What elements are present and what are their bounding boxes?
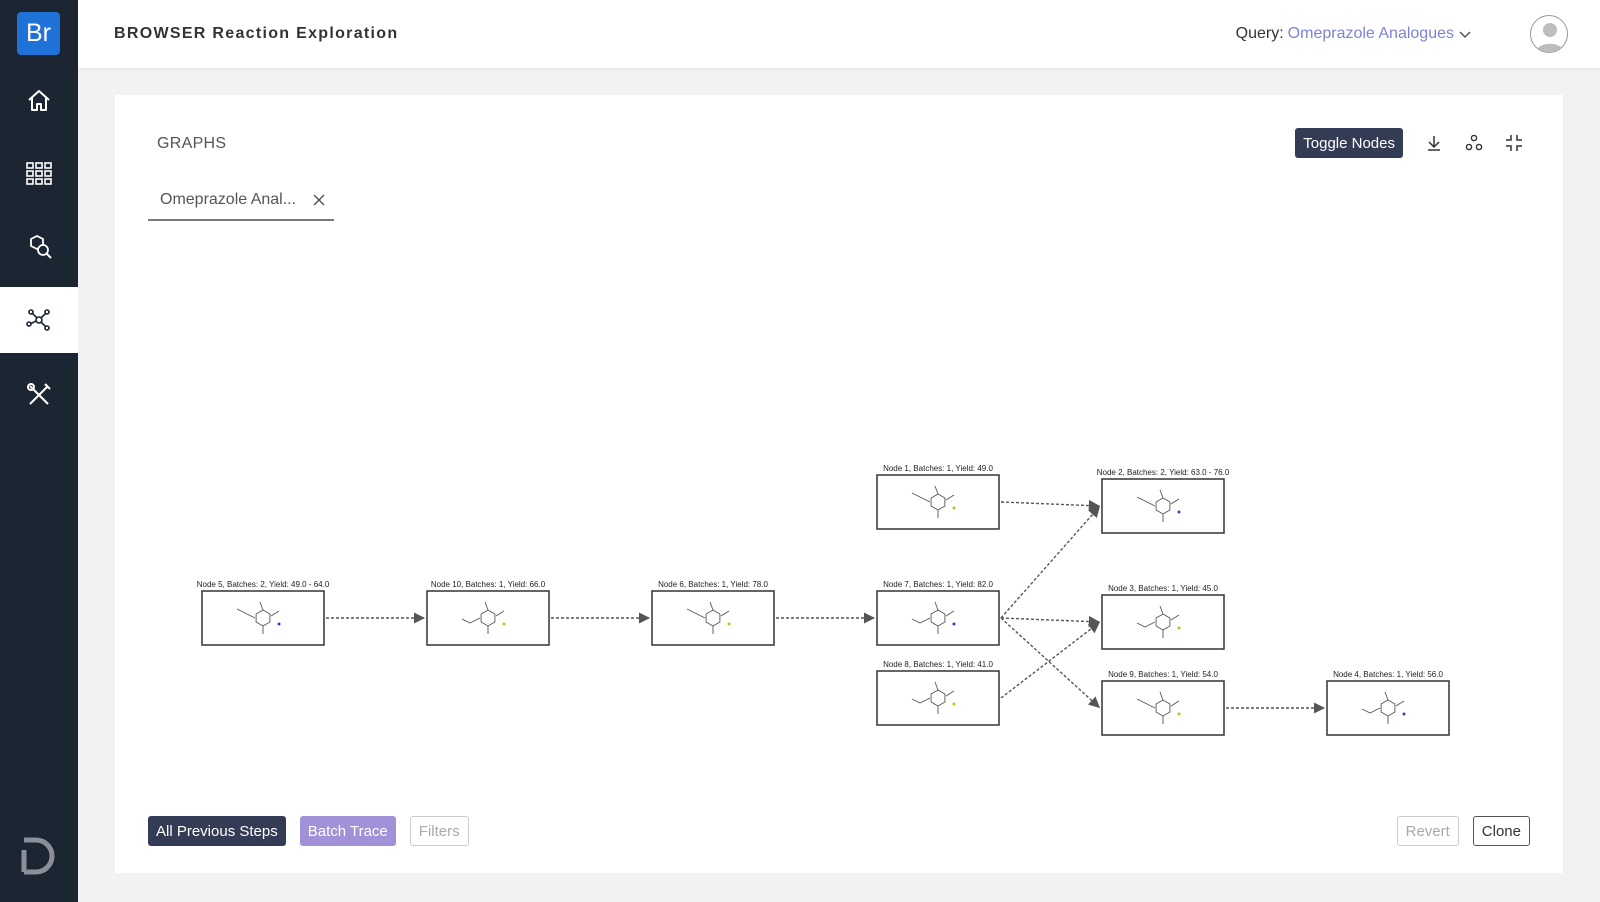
- graph-node[interactable]: Node 9, Batches: 1, Yield: 54.0: [1101, 670, 1225, 736]
- node-label: Node 5, Batches: 2, Yield: 49.0 - 64.0: [197, 580, 330, 589]
- graph-node[interactable]: Node 10, Batches: 1, Yield: 66.0: [426, 580, 550, 646]
- graph-node[interactable]: Node 7, Batches: 1, Yield: 82.0: [876, 580, 1000, 646]
- query-label: Query:: [1235, 25, 1284, 42]
- edges-layer: [326, 499, 1325, 714]
- graph-node[interactable]: Node 2, Batches: 2, Yield: 63.0 - 76.0: [1097, 468, 1230, 534]
- sidebar-item-home[interactable]: [0, 68, 78, 134]
- graph-node[interactable]: Node 4, Batches: 1, Yield: 56.0: [1326, 670, 1450, 736]
- molecule-structure-icon: [911, 485, 956, 518]
- node-box[interactable]: [876, 670, 1000, 726]
- graph-toolbar: Toggle Nodes: [1295, 128, 1523, 158]
- section-title: GRAPHS: [157, 135, 227, 152]
- sidebar: Br: [0, 0, 78, 902]
- node-box[interactable]: [876, 590, 1000, 646]
- node-label: Node 10, Batches: 1, Yield: 66.0: [431, 580, 546, 589]
- molecule-structure-icon: [1361, 691, 1406, 724]
- sidebar-item-tools[interactable]: [0, 362, 78, 428]
- node-label: Node 4, Batches: 1, Yield: 56.0: [1333, 670, 1443, 679]
- edit-controls: Revert Clone: [1396, 816, 1530, 846]
- tools-icon: [27, 383, 51, 405]
- graph-edge: [1000, 499, 1101, 512]
- batch-trace-button[interactable]: Batch Trace: [299, 816, 396, 846]
- user-avatar[interactable]: [1530, 15, 1568, 53]
- node-label: Node 3, Batches: 1, Yield: 45.0: [1108, 584, 1218, 593]
- node-box[interactable]: [201, 590, 325, 646]
- molecule-search-icon: [30, 234, 52, 259]
- molecule-structure-icon: [1136, 605, 1181, 638]
- node-box[interactable]: [426, 590, 550, 646]
- graphs-panel: GRAPHS Toggle Nodes Omeprazole Anal... N…: [115, 95, 1563, 873]
- tab-label: Omeprazole Anal...: [160, 191, 297, 208]
- graph-node[interactable]: Node 8, Batches: 1, Yield: 41.0: [876, 660, 1000, 726]
- graph-node[interactable]: Node 1, Batches: 1, Yield: 49.0: [876, 464, 1000, 530]
- node-box[interactable]: [1101, 478, 1225, 534]
- top-bar: BROWSER Reaction Exploration Query: Omep…: [78, 0, 1600, 68]
- graph-edge: [1000, 615, 1101, 628]
- node-label: Node 6, Batches: 1, Yield: 78.0: [658, 580, 768, 589]
- graph-node[interactable]: Node 3, Batches: 1, Yield: 45.0: [1101, 584, 1225, 650]
- graph-edge: [1000, 617, 1101, 709]
- graph-edge: [1000, 621, 1101, 699]
- home-icon: [28, 90, 50, 111]
- node-label: Node 2, Batches: 2, Yield: 63.0 - 76.0: [1097, 468, 1230, 477]
- clone-button[interactable]: Clone: [1472, 816, 1530, 846]
- user-icon: [1536, 23, 1564, 52]
- trace-controls: All Previous Steps Batch Trace Filters: [148, 816, 469, 846]
- close-icon[interactable]: [312, 193, 326, 207]
- molecule-structure-icon: [1136, 691, 1181, 724]
- all-previous-steps-button[interactable]: All Previous Steps: [148, 816, 286, 846]
- chevron-down-icon[interactable]: [1458, 27, 1472, 41]
- node-box[interactable]: [651, 590, 775, 646]
- sidebar-item-molecule-search[interactable]: [0, 214, 78, 280]
- collapse-icon[interactable]: [1505, 134, 1523, 152]
- app-logo[interactable]: Br: [17, 12, 60, 55]
- revert-button[interactable]: Revert: [1396, 816, 1459, 846]
- node-box[interactable]: [1101, 680, 1225, 736]
- cluster-icon[interactable]: [1465, 134, 1483, 152]
- molecule-structure-icon: [911, 601, 956, 634]
- node-label: Node 1, Batches: 1, Yield: 49.0: [883, 464, 993, 473]
- sidebar-item-grid[interactable]: [0, 141, 78, 207]
- node-box[interactable]: [1101, 594, 1225, 650]
- node-box[interactable]: [1326, 680, 1450, 736]
- toggle-nodes-button[interactable]: Toggle Nodes: [1295, 128, 1403, 158]
- molecule-structure-icon: [686, 601, 731, 634]
- molecule-structure-icon: [461, 601, 506, 634]
- sidebar-item-graph[interactable]: [0, 287, 78, 353]
- grid-icon: [26, 162, 52, 185]
- network-graph-icon: [26, 309, 50, 331]
- query-selector[interactable]: Query: Omeprazole Analogues: [1236, 25, 1472, 43]
- node-box[interactable]: [876, 474, 1000, 530]
- graph-node[interactable]: Node 6, Batches: 1, Yield: 78.0: [651, 580, 775, 646]
- molecule-structure-icon: [236, 601, 281, 634]
- download-icon[interactable]: [1425, 134, 1443, 152]
- node-label: Node 8, Batches: 1, Yield: 41.0: [883, 660, 993, 669]
- app-title: BROWSER Reaction Exploration: [114, 25, 399, 42]
- node-label: Node 7, Batches: 1, Yield: 82.0: [883, 580, 993, 589]
- filters-button[interactable]: Filters: [409, 816, 469, 846]
- tab-omeprazole[interactable]: Omeprazole Anal...: [148, 181, 334, 221]
- graph-edge: [1000, 505, 1101, 619]
- query-value[interactable]: Omeprazole Analogues: [1287, 25, 1454, 42]
- molecule-structure-icon: [1136, 489, 1181, 522]
- graph-node[interactable]: Node 5, Batches: 2, Yield: 49.0 - 64.0: [197, 580, 330, 646]
- brand-mark-icon: [21, 837, 55, 875]
- molecule-structure-icon: [911, 681, 956, 714]
- node-label: Node 9, Batches: 1, Yield: 54.0: [1108, 670, 1218, 679]
